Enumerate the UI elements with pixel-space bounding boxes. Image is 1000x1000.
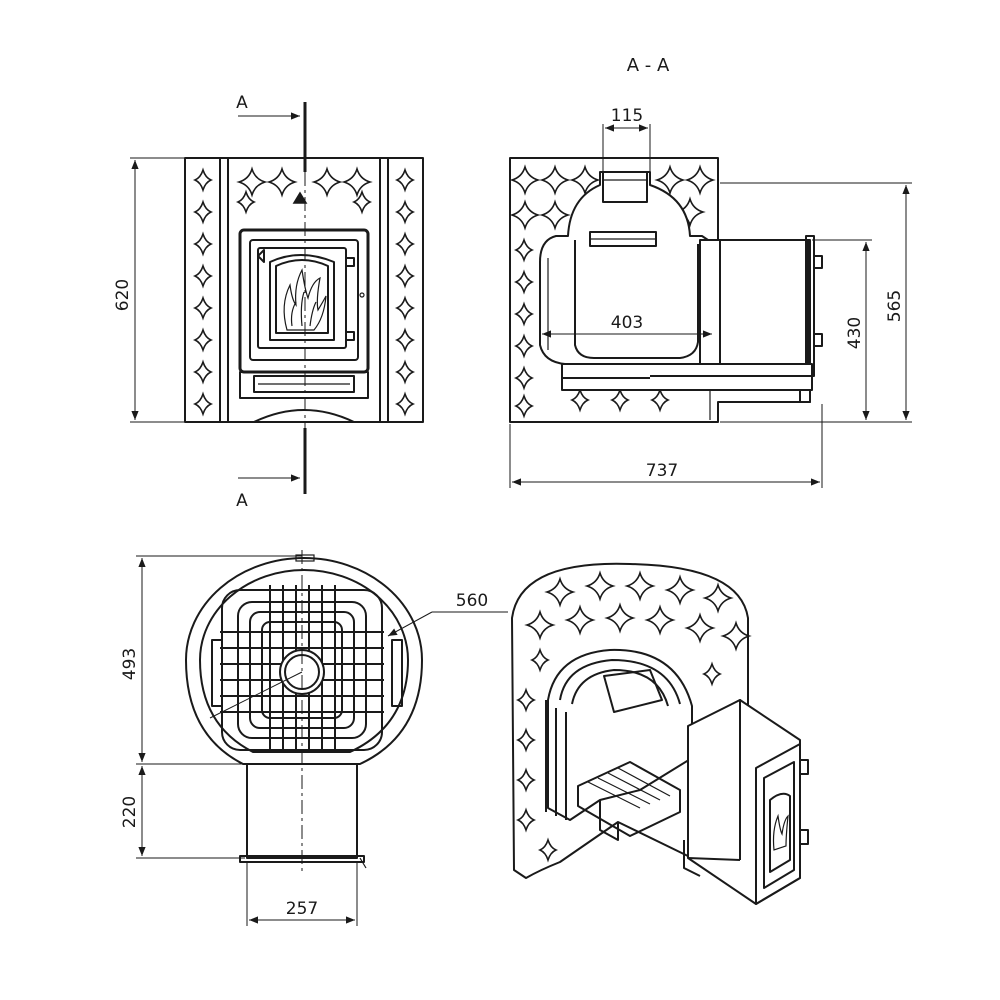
section-markers: A A — [236, 93, 307, 511]
dimension-493: 493 — [120, 648, 140, 680]
dimension-side-height: 565 — [720, 182, 912, 420]
top-outline — [185, 557, 423, 765]
door-panel — [269, 254, 335, 341]
front-right-ornament — [396, 169, 414, 415]
section-label-top: A — [236, 93, 248, 113]
dimension-diameter: 560 — [387, 591, 508, 637]
dimension-total-depth: 737 — [509, 404, 823, 488]
dimension-chimney: 115 — [602, 106, 651, 172]
iso-tunnel — [687, 699, 801, 905]
top-view — [185, 550, 423, 872]
section-label-bottom: A — [236, 491, 248, 511]
iso-firebox — [547, 648, 693, 821]
dimension-565: 565 — [885, 290, 905, 322]
dimension-plan: 493 220 — [120, 555, 302, 859]
isometric-view — [511, 562, 809, 905]
front-top-ornament — [237, 168, 371, 213]
dimension-tunnel-width: 257 — [246, 862, 358, 926]
chimney-pipe — [602, 171, 648, 203]
dimension-115: 115 — [611, 106, 643, 126]
section-title: A - A — [627, 55, 670, 76]
front-view — [184, 157, 424, 423]
dimension-firebox: 403 — [542, 313, 712, 338]
iso-grate — [577, 761, 681, 837]
dimension-door-height: 430 — [720, 239, 912, 423]
firebox-section — [539, 171, 715, 365]
dimension-front-height: 620 — [113, 157, 185, 423]
door-frame — [238, 228, 370, 374]
dimension-620: 620 — [113, 279, 133, 311]
section-view: A - A — [509, 55, 823, 423]
flame-emblem — [283, 268, 327, 331]
dimension-737: 737 — [646, 461, 678, 481]
dimension-430: 430 — [845, 317, 865, 349]
fuel-tunnel — [699, 239, 809, 365]
iso-door-panel — [769, 792, 791, 873]
dimension-560: 560 — [456, 591, 488, 611]
dimension-220: 220 — [120, 796, 140, 828]
front-left-ornament — [194, 169, 212, 415]
dimension-257: 257 — [286, 899, 318, 919]
iso-shell — [511, 562, 749, 879]
dimension-403: 403 — [611, 313, 643, 333]
